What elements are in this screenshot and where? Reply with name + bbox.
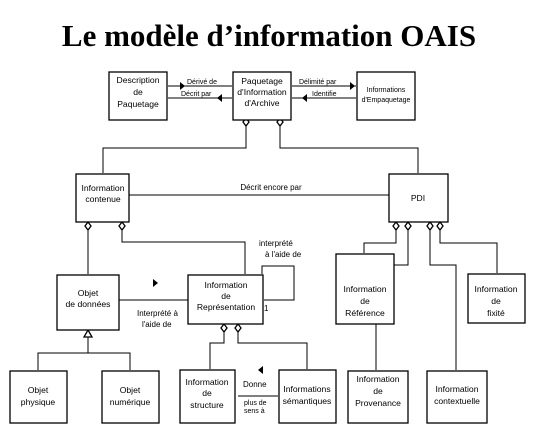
box-label: sémantiques — [283, 396, 332, 406]
box-label: Objet — [78, 288, 99, 298]
box-information-structure: Information de structure — [179, 369, 236, 424]
box-label: d'Information — [237, 87, 287, 97]
generalization-line — [37, 330, 89, 370]
box-label: de — [491, 296, 501, 306]
box-label: Information — [186, 377, 229, 387]
label-plus-de-sens: plus de — [244, 400, 267, 407]
rep-to-semantic-line — [237, 324, 308, 369]
box-label: Description — [117, 75, 160, 85]
box-label: Information — [475, 284, 518, 294]
box-information-contenue: Information contenue — [75, 173, 130, 223]
box-label: Information — [357, 374, 400, 384]
direction-arrow-icon — [302, 94, 307, 102]
box-label: Référence — [345, 308, 385, 318]
connectors — [37, 85, 498, 397]
pdi-to-contextuelle-line — [429, 222, 457, 370]
box-pdi: PDI — [388, 173, 449, 223]
box-label: de — [202, 388, 212, 398]
box-label: d'Archive — [244, 98, 279, 108]
label-identifie: Identifie — [312, 91, 337, 98]
label-interprete-top: à l'aide de — [265, 250, 302, 259]
box-label: Provenance — [355, 398, 401, 408]
label-decrit-encore-par: Décrit encore par — [240, 183, 302, 192]
box-label: Objet — [120, 385, 141, 395]
box-information-contextuelle: Information contextuelle — [426, 370, 488, 424]
box-label: contenue — [85, 194, 121, 204]
rep-to-structure-line — [209, 324, 225, 369]
direction-arrow-icon — [153, 279, 158, 287]
label-derive-de: Dérivé de — [187, 79, 217, 86]
aggregation-diamond — [118, 220, 126, 232]
aggregation-diamond — [220, 322, 228, 334]
label-delimite-par: Délimité par — [299, 79, 337, 86]
box-information-provenance: Information de Provenance — [347, 370, 409, 424]
content-to-representation-line — [121, 222, 246, 274]
pdi-to-fixite-line — [439, 222, 498, 273]
box-label: Information — [436, 384, 479, 394]
box-label: Objet — [28, 385, 49, 395]
box-objet-numerique: Objet numérique — [101, 370, 160, 424]
label-multiplicity: 1 — [264, 304, 269, 313]
aggregation-diamond — [426, 220, 434, 232]
box-objet-donnees: Objet de données — [56, 274, 120, 331]
box-description-paquetage: Description de Paquetage — [108, 71, 168, 121]
aggregation-diamond — [436, 220, 444, 232]
aggregation-diamond — [404, 220, 412, 232]
interprete-loop-line — [261, 265, 295, 301]
box-paquetage-archive: Paquetage d'Information d'Archive — [232, 71, 292, 121]
pdi-to-reference-line — [363, 222, 397, 253]
label-interprete-left: l'aide de — [142, 320, 172, 329]
box-label: contextuelle — [434, 396, 480, 406]
box-label: numérique — [110, 397, 151, 407]
generalization-line-right — [88, 352, 131, 370]
aggregation-diamond — [84, 220, 92, 232]
direction-arrow-icon — [258, 366, 263, 374]
box-label: de — [373, 386, 383, 396]
box-informations-semantiques: Informations sémantiques — [278, 369, 337, 424]
box-label: de — [221, 291, 231, 301]
label-interprete-left: Interprété à — [137, 309, 178, 318]
aip-to-pdi-line — [279, 122, 419, 173]
box-information-representation: Information de Représentation — [187, 274, 264, 325]
box-label: physique — [21, 397, 56, 407]
aggregation-diamond — [392, 220, 400, 232]
box-label: Information — [82, 183, 125, 193]
box-label: Information — [205, 280, 248, 290]
generalization-triangle — [82, 328, 94, 338]
box-label: de — [360, 296, 370, 306]
box-information-reference: Information de Référence — [335, 253, 395, 325]
box-label: Paquetage — [241, 76, 283, 86]
direction-arrow-icon — [180, 82, 185, 90]
label-interprete-top: interprété — [259, 239, 293, 248]
direction-arrow-icon — [217, 94, 222, 102]
label-plus-de-sens: sens à — [244, 408, 265, 415]
aip-to-content-line — [102, 122, 247, 173]
diagram-title: Le modèle d’information OAIS — [61, 18, 477, 53]
box-label: de données — [66, 299, 111, 309]
box-label: PDI — [411, 193, 425, 203]
box-objet-physique: Objet physique — [9, 370, 68, 424]
label-donne: Donne — [243, 380, 267, 389]
box-informations-empaquetage: Informations d'Empaquetage — [356, 71, 416, 121]
box-label: d'Empaquetage — [362, 97, 411, 104]
box-label: de — [133, 87, 143, 97]
box-label: Informations — [283, 384, 330, 394]
box-information-fixite: Information de fixité — [467, 273, 526, 324]
connector-markers — [82, 82, 444, 374]
box-label: Paquetage — [117, 99, 159, 109]
relationship-labels: Dérivé de Décrit par Délimité par Identi… — [137, 79, 337, 415]
box-label: Informations — [367, 87, 406, 94]
aggregation-diamond — [234, 322, 242, 334]
label-decrit-par: Décrit par — [181, 91, 212, 98]
box-label: fixité — [487, 308, 505, 318]
box-label: Information — [344, 284, 387, 294]
direction-arrow-icon — [350, 82, 355, 90]
box-label: Représentation — [197, 302, 256, 312]
box-label: structure — [190, 400, 224, 410]
